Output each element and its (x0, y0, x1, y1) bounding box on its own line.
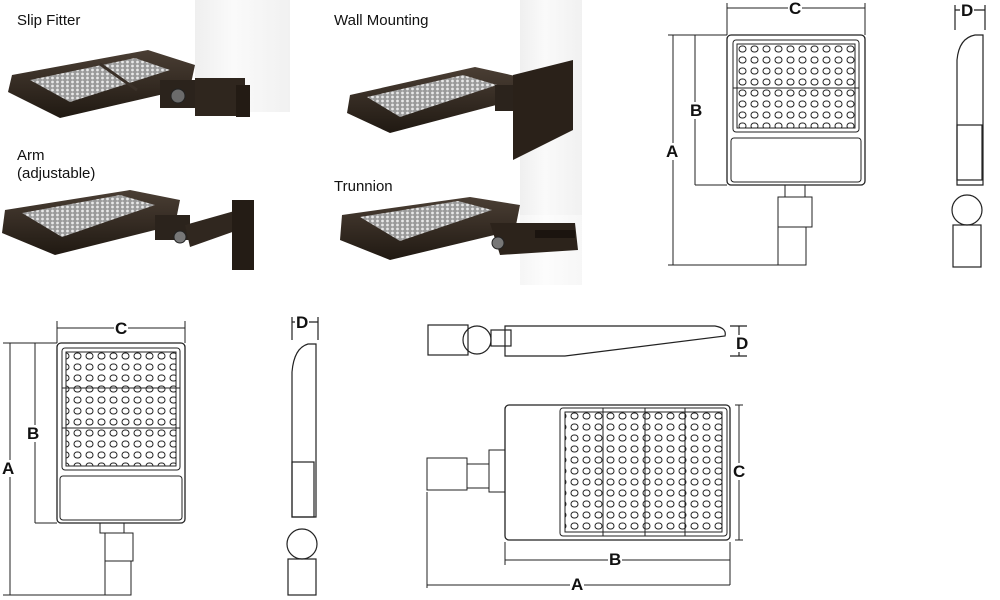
dim-b-bottom-front: B (26, 424, 41, 443)
side-elevation-drawing (427, 324, 747, 357)
dim-b-top-front: B (689, 101, 704, 120)
side-view-top-drawing (951, 5, 986, 268)
dim-c-top-front: C (788, 0, 803, 18)
dim-d-elevation: D (735, 334, 750, 353)
dim-c-bottom-front: C (114, 319, 129, 338)
dim-b-plan: B (608, 550, 623, 569)
arm-fixture-image (2, 190, 254, 270)
side-view-bottom-drawing (286, 317, 319, 596)
wall-mounting-label: Wall Mounting (334, 12, 429, 29)
dim-c-plan: C (732, 462, 747, 481)
arm-label-line2: (adjustable) (17, 165, 96, 182)
dim-d-bottom-side: D (295, 313, 310, 332)
slip-fitter-label: Slip Fitter (17, 12, 81, 29)
trunnion-fixture-image (340, 197, 578, 260)
trunnion-label: Trunnion (334, 178, 393, 195)
slip-fitter-fixture-image (8, 50, 250, 118)
arm-label: Arm (adjustable) (17, 147, 95, 183)
dim-a-top-front: A (665, 142, 680, 161)
arm-label-line1: Arm (17, 147, 45, 164)
dim-a-bottom-front: A (1, 459, 16, 478)
front-view-top-drawing (668, 3, 866, 266)
dim-d-top-side: D (960, 1, 975, 20)
wall-mount-fixture-image (347, 60, 573, 160)
plan-view-drawing (426, 404, 743, 588)
dim-a-plan: A (570, 575, 585, 594)
front-view-bottom-drawing (3, 321, 186, 596)
